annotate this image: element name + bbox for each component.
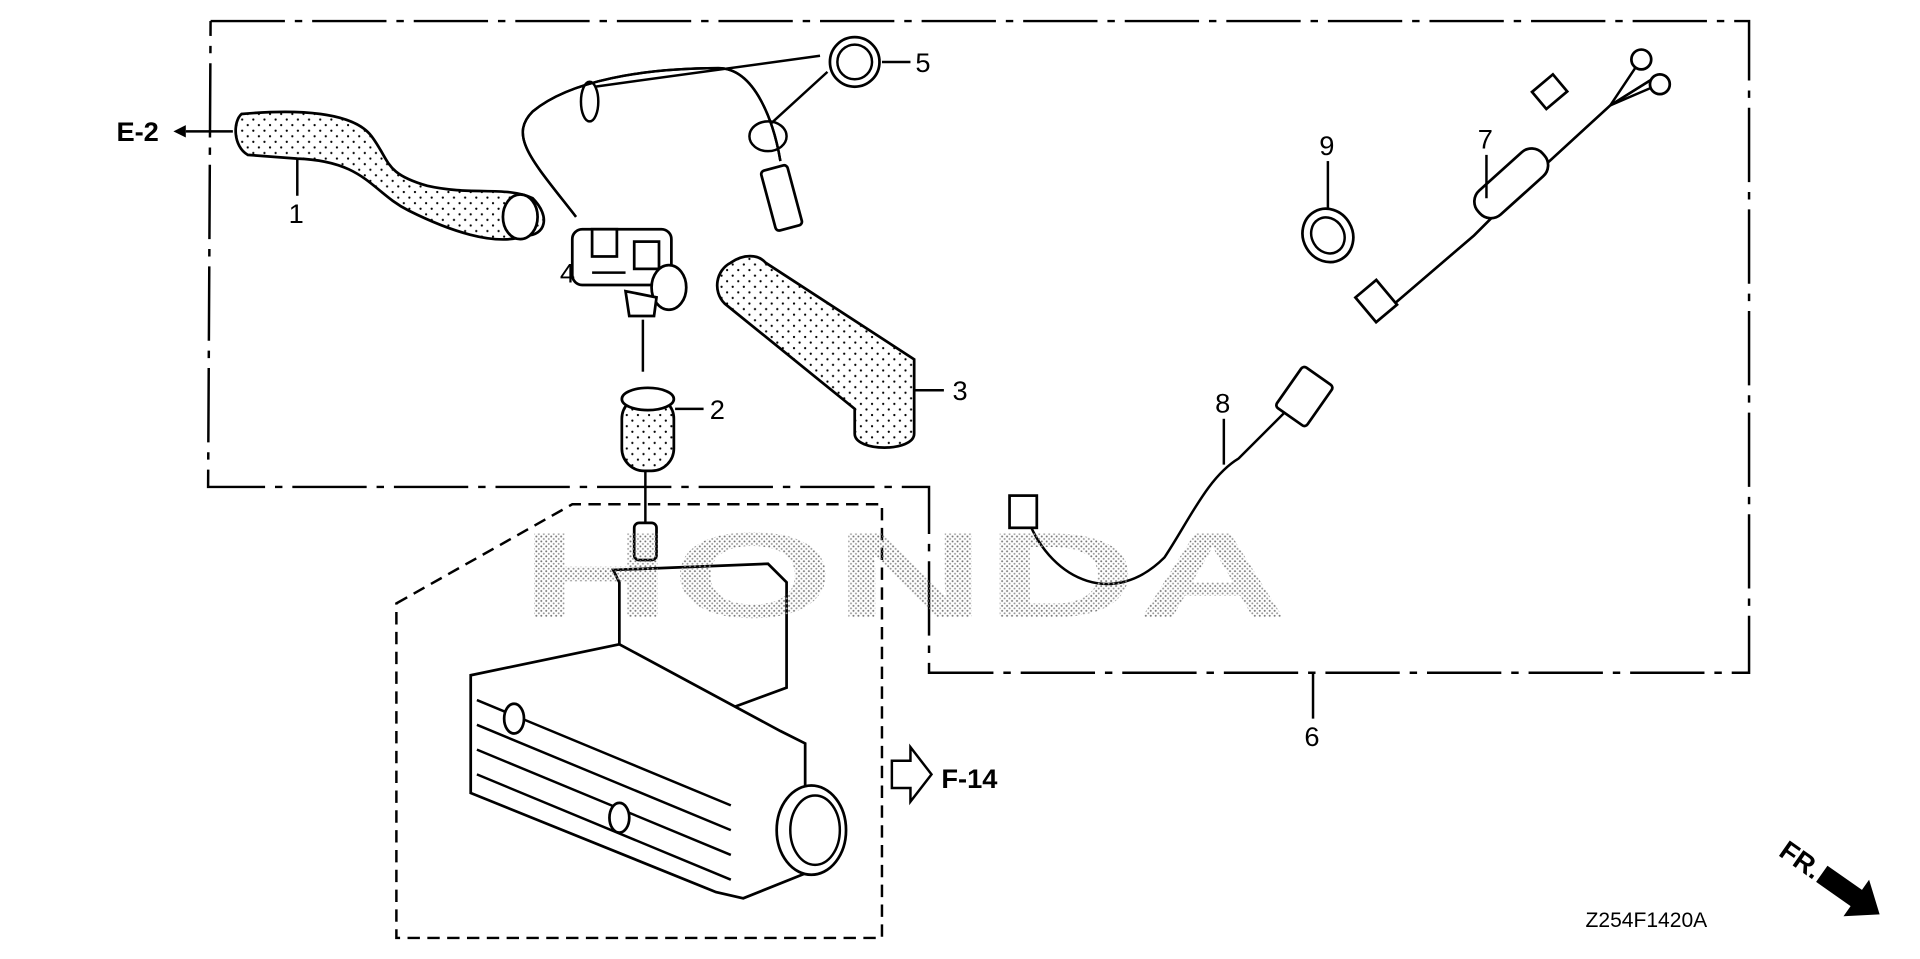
air-cleaner bbox=[469, 521, 848, 900]
callout-7: 7 bbox=[1478, 124, 1493, 155]
hose-part-3 bbox=[715, 254, 916, 449]
callout-5: 5 bbox=[915, 47, 930, 78]
honda-watermark: HONDA bbox=[520, 507, 1288, 643]
arrow-right-icon bbox=[1816, 865, 1880, 917]
air-cleaner-outline bbox=[395, 503, 884, 940]
harness-part-7 bbox=[1353, 48, 1672, 325]
callout-2: 2 bbox=[710, 394, 725, 425]
outline-arrow-right-icon bbox=[890, 743, 934, 806]
diagram-code: Z254F1420A bbox=[1586, 909, 1708, 932]
band-part-9 bbox=[1301, 207, 1355, 264]
leader-lines bbox=[185, 60, 1488, 719]
reference-e2[interactable]: E-2 bbox=[116, 116, 158, 147]
reference-f14-label[interactable]: F-14 bbox=[941, 763, 998, 794]
arrow-left-icon bbox=[173, 125, 186, 138]
callout-9: 9 bbox=[1319, 130, 1334, 161]
reference-f14[interactable]: F-14 bbox=[890, 743, 998, 806]
hose-part-1 bbox=[234, 110, 546, 241]
callout-1: 1 bbox=[289, 198, 304, 229]
callout-8: 8 bbox=[1215, 388, 1230, 419]
front-direction-indicator: FR. bbox=[1774, 834, 1880, 917]
callout-4: 4 bbox=[560, 257, 575, 288]
callout-3: 3 bbox=[953, 375, 968, 406]
harness-part-8 bbox=[1008, 365, 1334, 585]
callout-6: 6 bbox=[1304, 721, 1319, 752]
sensor-part-4 bbox=[521, 35, 881, 372]
kit-outline bbox=[206, 19, 1751, 675]
